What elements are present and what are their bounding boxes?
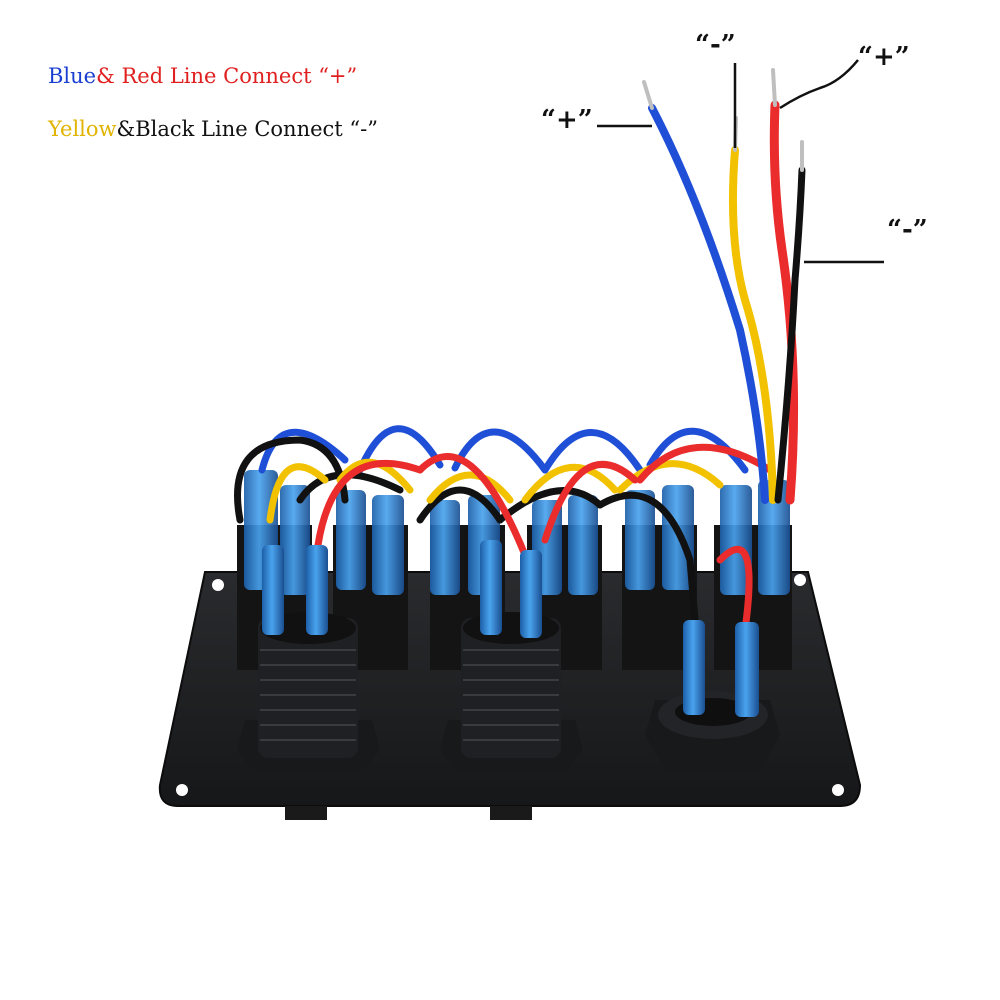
yellow-wire-label: “-”: [695, 30, 736, 60]
blue-wire: [648, 104, 769, 504]
black-wire-label: “-”: [887, 215, 928, 245]
red-wire-label: “+”: [858, 42, 910, 72]
socket-terminal-connectors: [262, 540, 759, 717]
legend-blue-red: Blue& Red Line Connect “+”: [48, 64, 357, 88]
yellow-wire: [728, 146, 777, 504]
jumper-wires: [234, 425, 774, 634]
legend-word-yellow: Yellow: [48, 117, 117, 141]
legend-yellow-black: Yellow&Black Line Connect “-”: [48, 117, 378, 141]
legend-black-connect-minus: &Black Line Connect “-”: [116, 117, 378, 141]
blue-wire-label: “+”: [541, 105, 593, 135]
mounting-holes: [176, 574, 844, 796]
red-wire: [769, 100, 799, 505]
black-wire: [774, 166, 806, 504]
plate-bottom-tabs: [285, 806, 532, 820]
legend-word-blue: Blue: [48, 64, 97, 88]
legend-red-connect-plus: & Red Line Connect “+”: [96, 64, 358, 88]
output-wires: [642, 68, 806, 505]
rocker-switch-6: [714, 480, 792, 670]
voltmeter-socket-right: [645, 691, 780, 770]
callout-leaders: [597, 59, 884, 264]
